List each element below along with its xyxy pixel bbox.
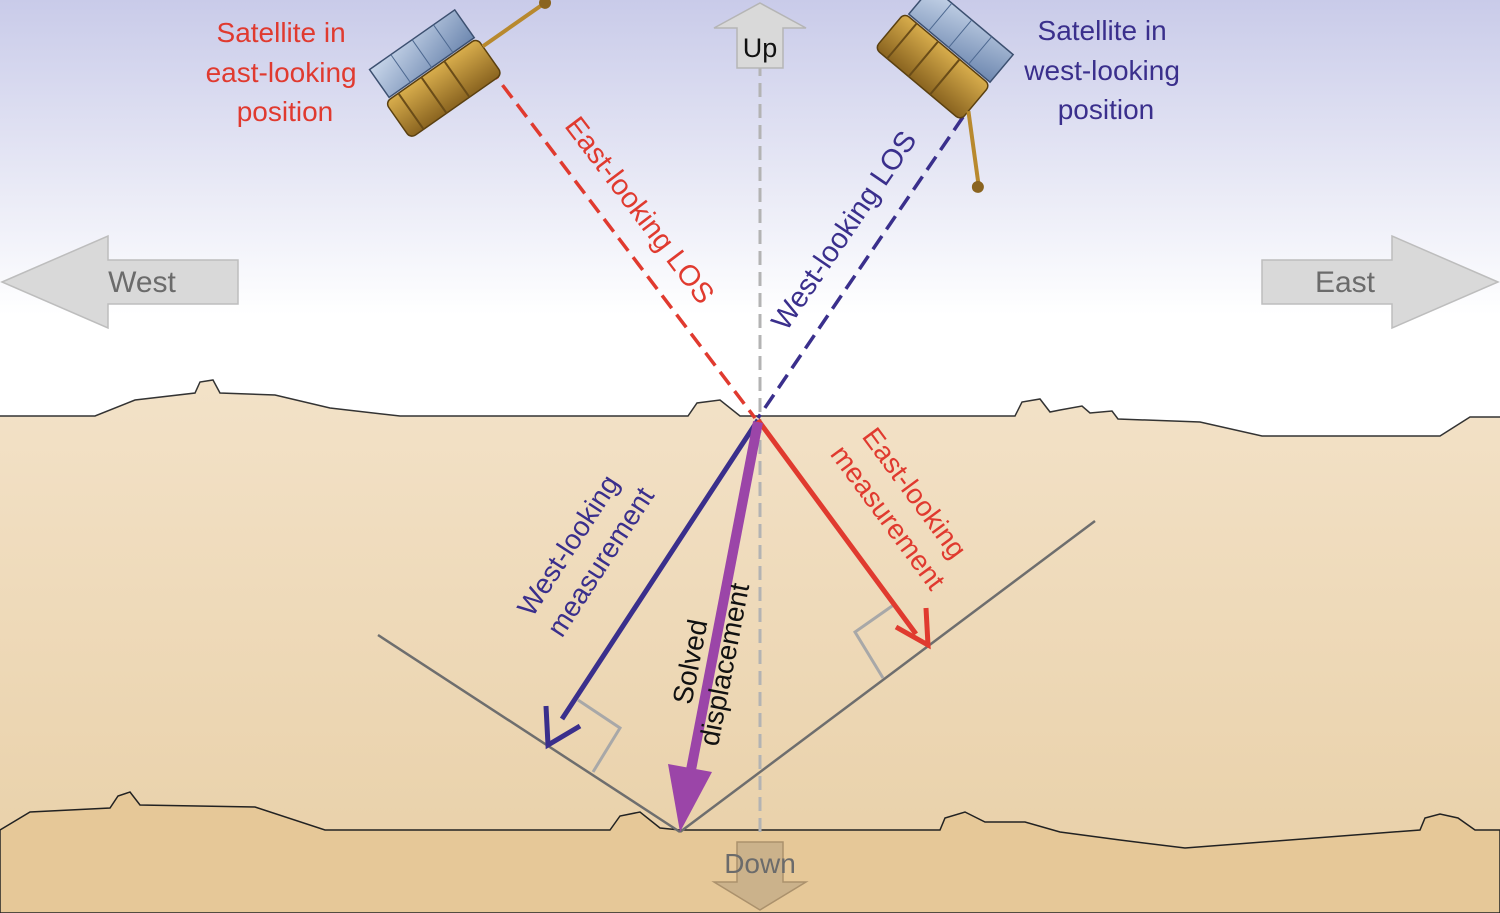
east-right-angle-marker — [852, 602, 896, 679]
ground-surface-line — [0, 379, 1500, 437]
east-measurement-arrow — [755, 418, 931, 650]
ground-layer — [0, 380, 1500, 913]
down-arrow: Down — [711, 841, 809, 911]
up-arrow: Up — [713, 2, 807, 69]
satellite-icon — [368, 0, 552, 137]
west-arrow: West — [0, 234, 239, 330]
satellite-east-looking — [368, 0, 552, 137]
satellite-west-caption: Satellite in west-looking position — [1023, 15, 1187, 125]
satellite-east-caption: Satellite in east-looking position — [206, 17, 365, 127]
down-label: Down — [724, 848, 796, 879]
satellite-icon — [876, 0, 1015, 193]
east-projection-line — [679, 519, 1096, 834]
west-projection-line — [377, 633, 681, 834]
west-right-angle-marker — [577, 698, 623, 773]
east-arrow: East — [1261, 234, 1500, 330]
sky-background — [0, 0, 1500, 420]
east-los-line — [486, 64, 757, 420]
solved-displacement-arrow — [668, 421, 763, 832]
west-measurement-arrow — [543, 418, 761, 750]
west-los-line — [756, 116, 965, 419]
east-label: East — [1315, 266, 1376, 299]
up-label: Up — [743, 33, 778, 63]
west-label: West — [108, 266, 176, 299]
satellite-west-looking — [876, 0, 1015, 193]
